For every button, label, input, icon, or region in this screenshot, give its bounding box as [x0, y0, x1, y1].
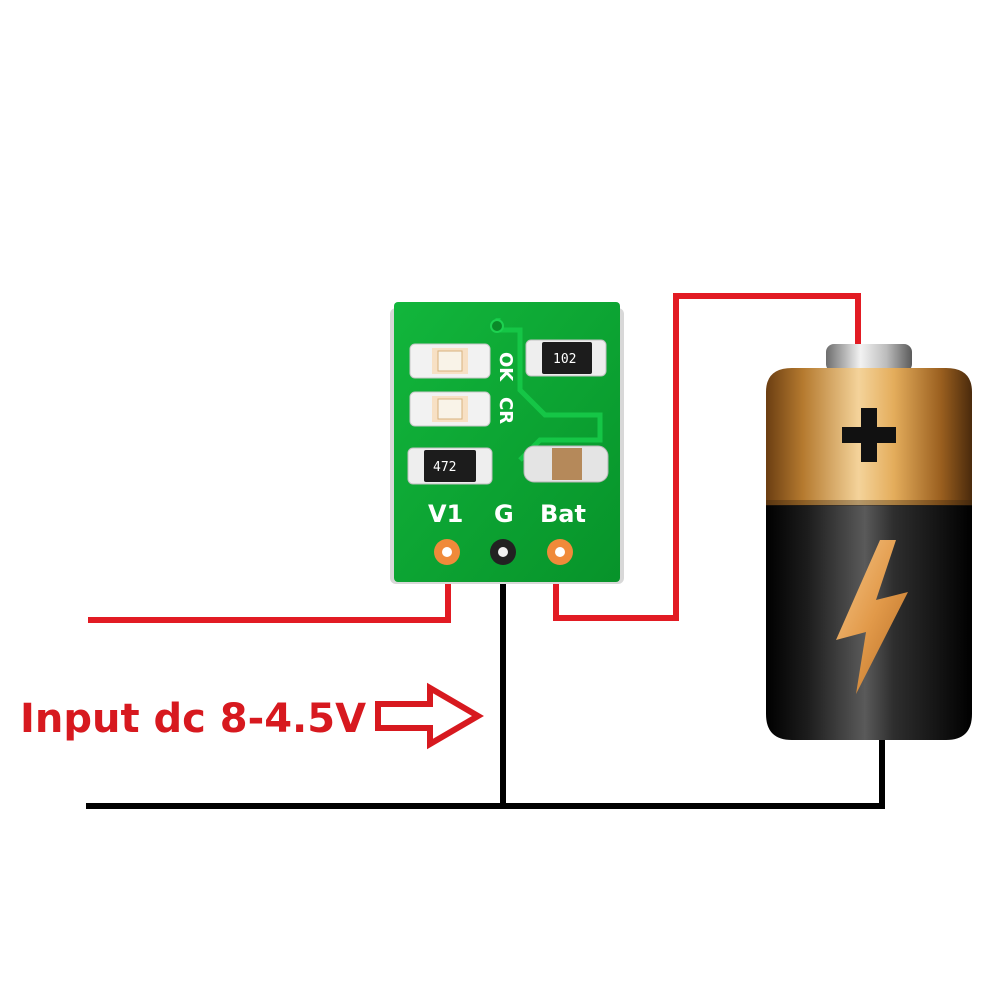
- via-hole: [490, 319, 504, 333]
- resistor-472: 472: [407, 447, 493, 485]
- status-led-cr: [409, 391, 491, 427]
- led-label-cr: CR: [495, 397, 516, 424]
- pad-g: [490, 539, 516, 565]
- lightning-bolt-icon: [836, 540, 908, 694]
- status-led-ok: [409, 343, 491, 379]
- capacitor: [523, 445, 609, 483]
- battery: [766, 344, 972, 740]
- resistor-102: 102: [525, 339, 607, 377]
- pin-label-g: G: [494, 500, 514, 528]
- led-label-ok: OK: [495, 352, 516, 382]
- pad-v1: [434, 539, 460, 565]
- pad-bat: [547, 539, 573, 565]
- pin-label-bat: Bat: [540, 500, 586, 528]
- input-arrow-icon: [375, 682, 484, 750]
- pin-label-v1: V1: [428, 500, 463, 528]
- battery-plus-icon: [842, 408, 896, 462]
- ground-bus-wire: [86, 734, 885, 809]
- battery-terminal: [826, 344, 912, 372]
- resistor-bottom-code: 472: [433, 460, 456, 475]
- battery-positive-wire: [553, 293, 861, 621]
- resistor-top-code: 102: [553, 352, 576, 367]
- charger-module-board: OK CR 102 472 V1 G Bat: [390, 302, 624, 584]
- input-voltage-label: Input dc 8-4.5V: [20, 696, 366, 742]
- pcb-trace: [495, 318, 603, 462]
